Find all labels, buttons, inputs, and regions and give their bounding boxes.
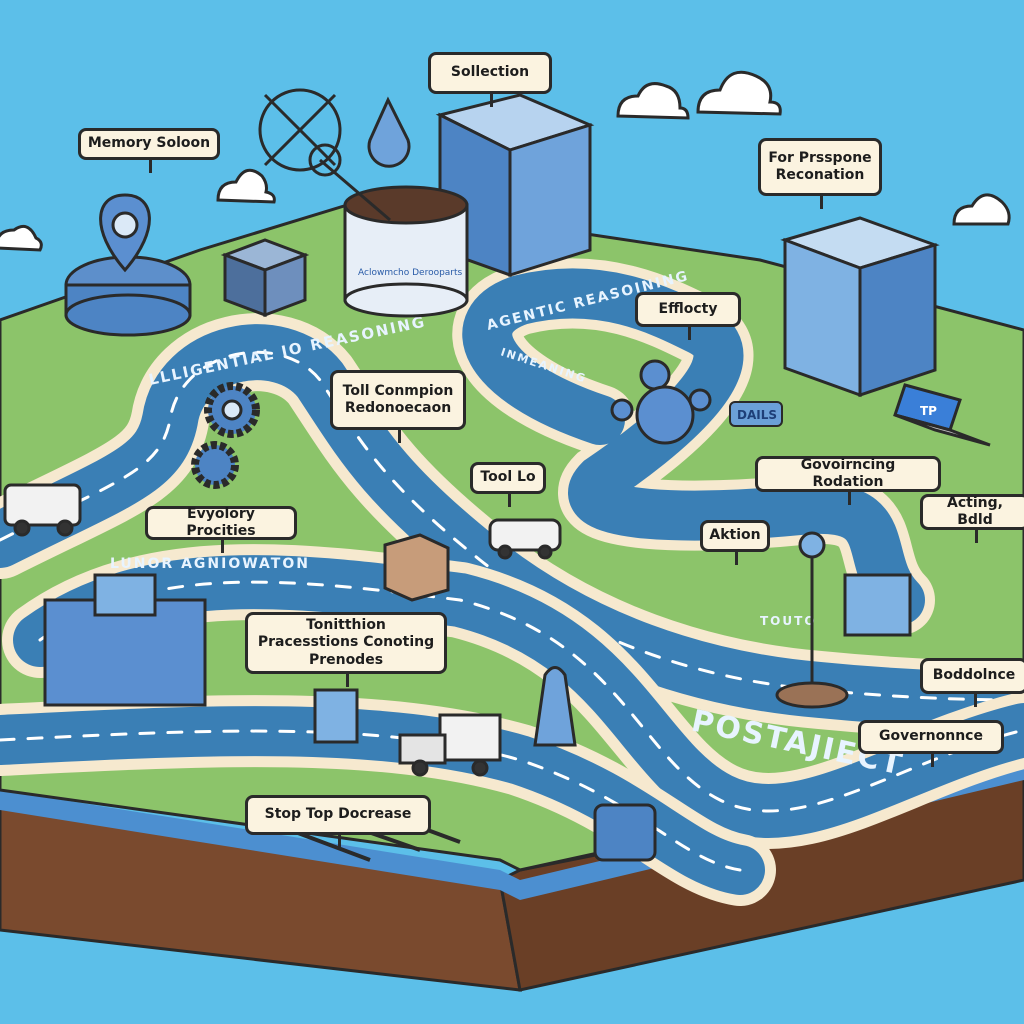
- crane-machine: [775, 531, 912, 709]
- label-selection: Sollection: [428, 52, 552, 107]
- laptop-icon: [893, 383, 991, 447]
- label-tool-use: Tool Lo: [470, 462, 546, 507]
- gear-icon: [191, 382, 260, 489]
- truck-icon: [398, 713, 502, 777]
- label-efficiency: Efflocty: [635, 292, 741, 340]
- hanging-ring-icon: [367, 96, 411, 168]
- pedestal-icon: [593, 803, 657, 862]
- cloud-icon: [0, 70, 1011, 252]
- land-edge: [0, 760, 1024, 900]
- label-boundance: Boddolnce: [920, 658, 1024, 707]
- castle-building: [43, 573, 207, 707]
- label-memory: Memory Soloon: [78, 128, 220, 173]
- label-acting: Acting, Bdld: [920, 494, 1024, 543]
- monument-icon: [533, 666, 577, 747]
- data-crate: [220, 238, 310, 318]
- label-evolutionary: Evyolory Procities: [145, 506, 297, 553]
- road-text-lunor: LUNOR AGNIOWATON: [110, 556, 310, 572]
- label-stop: Stop Top Docrease: [245, 795, 431, 848]
- dails-badge: [729, 401, 783, 427]
- robot-node-icon: [610, 359, 712, 445]
- label-governing: Govoirncing Rodation: [755, 456, 941, 505]
- laptop-screen-text: TP: [920, 404, 937, 418]
- storage-can-label: Aclowmcho Derooparts: [358, 268, 463, 278]
- label-governance: Governonnce: [858, 720, 1004, 767]
- label-action: Aktion: [700, 520, 770, 565]
- car-icon: [488, 518, 562, 560]
- storage-can: [308, 143, 469, 318]
- shed-building: [383, 533, 450, 602]
- box-icon: [313, 688, 359, 744]
- label-tool-completion: Toll Conmpion Redonoecaon: [330, 370, 466, 443]
- van-icon: [3, 483, 82, 537]
- road-text-touto: TOUTO: [760, 614, 817, 628]
- label-transition: Tonitthion Pracesstions Conoting Prenode…: [245, 612, 447, 687]
- compass-wheel-icon: [258, 88, 342, 172]
- server-rack: [780, 216, 940, 398]
- memory-pin-icon: [64, 193, 192, 337]
- label-response: For Prsspone Reconation: [758, 138, 882, 209]
- dails-badge-text: DAILS: [737, 408, 777, 422]
